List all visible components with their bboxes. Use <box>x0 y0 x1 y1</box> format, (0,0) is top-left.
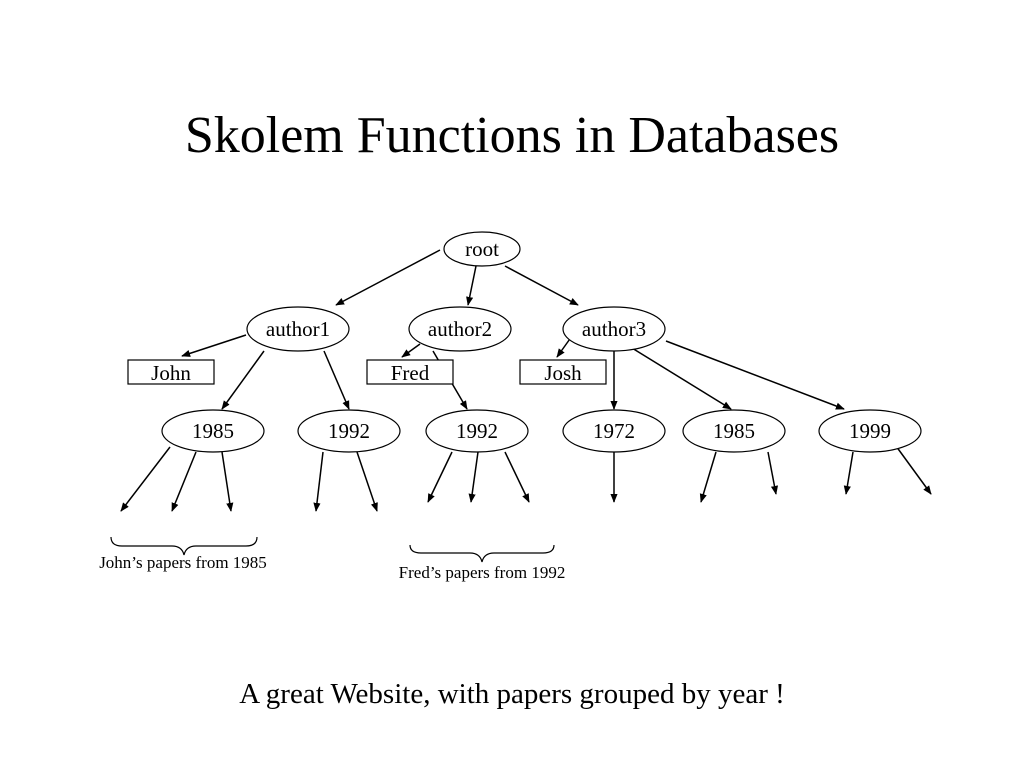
year-label: 1972 <box>593 419 635 443</box>
year-label: 1985 <box>192 419 234 443</box>
node-author3: author3 <box>562 306 666 352</box>
edge-author3-1999 <box>665 340 845 410</box>
node-year-author3-1972: 1972 <box>562 409 666 453</box>
edge-author3-1985 <box>631 347 732 410</box>
edge-1999-paper2 <box>895 445 932 495</box>
node-year-author3-1985: 1985 <box>682 409 786 453</box>
node-author3-label: author3 <box>582 317 646 341</box>
edge-1992b-paper3 <box>504 451 530 503</box>
fred-papers-label: Fred’s papers from 1992 <box>399 563 566 582</box>
edge-1985b-paper2 <box>767 451 779 495</box>
name-john-label: John <box>151 361 191 385</box>
node-author2: author2 <box>408 306 512 352</box>
edge-1992b-paper2 <box>468 451 479 503</box>
node-year-author2-1992: 1992 <box>425 409 529 453</box>
edge-1999-paper1 <box>843 451 854 495</box>
edge-1992a-paper1 <box>313 451 324 512</box>
edge-author1-john <box>181 334 247 357</box>
john-papers-label: John’s papers from 1985 <box>99 553 267 572</box>
node-year-author1-1992: 1992 <box>297 409 401 453</box>
node-year-author1-1985: 1985 <box>161 409 265 453</box>
edge-root-author1 <box>335 249 441 306</box>
name-josh-label: Josh <box>544 361 582 385</box>
edge-1992b-paper1 <box>427 451 453 503</box>
edge-1985a-paper2 <box>171 451 197 512</box>
slide-title: Skolem Functions in Databases <box>184 107 840 164</box>
edge-author1-1992 <box>323 350 350 410</box>
node-root: root <box>443 231 521 267</box>
year-label: 1999 <box>849 419 891 443</box>
node-author1: author1 <box>246 306 350 352</box>
name-box-josh: Josh <box>519 359 607 385</box>
edge-root-author3 <box>504 265 579 306</box>
year-label: 1985 <box>713 419 755 443</box>
edge-1992a-paper2 <box>356 451 378 512</box>
name-box-fred: Fred <box>366 359 454 385</box>
edge-author2-fred <box>401 343 421 358</box>
node-root-label: root <box>465 237 499 261</box>
edge-author1-1985 <box>221 350 265 410</box>
edge-1985a-paper3 <box>221 451 234 512</box>
year-label: 1992 <box>328 419 370 443</box>
year-label: 1992 <box>456 419 498 443</box>
name-box-john: John <box>127 359 215 385</box>
node-author1-label: author1 <box>266 317 330 341</box>
edge-root-author2 <box>466 265 477 306</box>
brace-john-papers <box>110 536 258 556</box>
brace-fred-papers <box>409 544 555 563</box>
name-fred-label: Fred <box>391 361 430 385</box>
slide-caption: A great Website, with papers grouped by … <box>239 678 785 710</box>
edge-1985a-paper1 <box>120 446 171 512</box>
node-year-author3-1999: 1999 <box>818 409 922 453</box>
node-author2-label: author2 <box>428 317 492 341</box>
edge-1985b-paper1 <box>699 451 717 503</box>
